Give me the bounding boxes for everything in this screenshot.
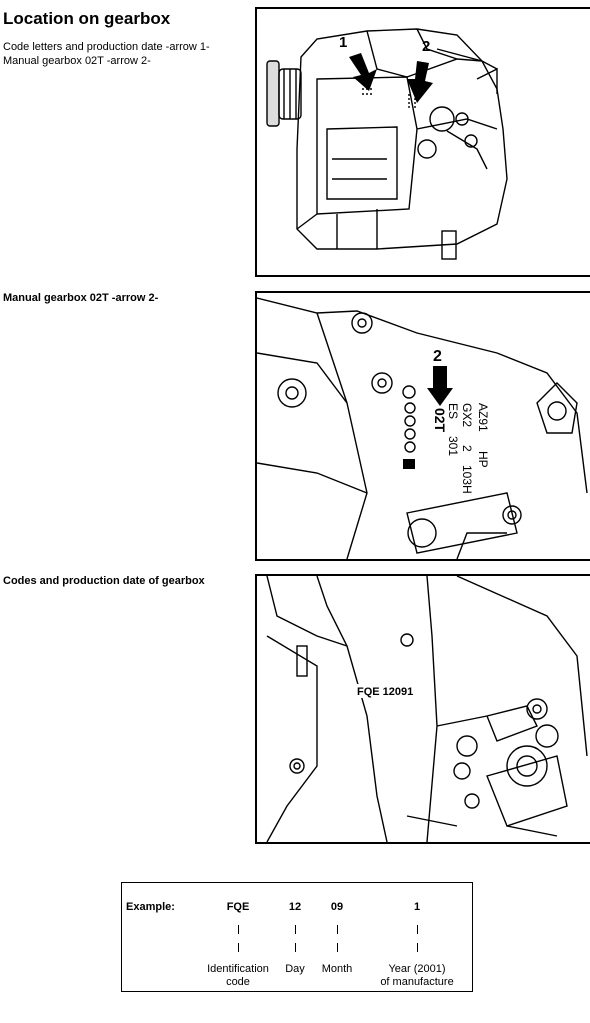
stamp-2: 2 bbox=[460, 445, 474, 452]
tick-year-1 bbox=[417, 925, 418, 934]
stamp-az91: AZ91 bbox=[476, 403, 490, 432]
tick-day-2 bbox=[295, 943, 296, 952]
example-label: Example: bbox=[126, 901, 175, 913]
gearbox-location-drawing: 1 2 bbox=[266, 28, 508, 260]
example-value-day: 12 bbox=[288, 901, 302, 913]
example-value-year: 1 bbox=[413, 901, 421, 913]
stamp-103h: 103H bbox=[460, 465, 474, 494]
figure-gearbox-location: 1 2 bbox=[255, 7, 590, 277]
example-value-month: 09 bbox=[330, 901, 344, 913]
code-stamp: FQE 12091 bbox=[357, 686, 413, 698]
section-2-arrow-label: 2 bbox=[433, 348, 442, 365]
desc-month: Month bbox=[321, 963, 353, 975]
desc-year-of-manufacture: Year (2001) of manufacture bbox=[380, 963, 454, 988]
tick-id-2 bbox=[238, 943, 239, 952]
figure-gearbox-02t: 2 02T ES 301 GX2 2 103H AZ91 HP bbox=[255, 291, 590, 561]
stamp-gx2: GX2 bbox=[460, 403, 474, 427]
arrow-1-icon bbox=[349, 53, 377, 91]
tick-year-2 bbox=[417, 943, 418, 952]
tick-month-2 bbox=[337, 943, 338, 952]
caption-line-1: Code letters and production date -arrow … bbox=[3, 41, 210, 53]
gearbox-codes-drawing: FQE 12091 bbox=[266, 576, 588, 842]
example-value-id: FQE bbox=[226, 901, 250, 913]
arrow-2-shaft-icon bbox=[433, 366, 447, 388]
arrow-2-head-icon bbox=[427, 388, 453, 406]
stamp-es: ES bbox=[446, 403, 460, 419]
stamp-mark-icon bbox=[403, 459, 415, 469]
arrow-2-icon bbox=[407, 61, 433, 103]
stamp-02t: 02T bbox=[432, 408, 448, 433]
page-title: Location on gearbox bbox=[3, 9, 171, 28]
section-3-heading: Codes and production date of gearbox bbox=[3, 575, 205, 587]
caption-line-2: Manual gearbox 02T -arrow 2- bbox=[3, 55, 151, 67]
tick-id-1 bbox=[238, 925, 239, 934]
stamp-hp: HP bbox=[476, 451, 490, 468]
section-2-heading: Manual gearbox 02T -arrow 2- bbox=[3, 292, 159, 304]
gearbox-02t-drawing: 2 02T ES 301 GX2 2 103H AZ91 HP bbox=[257, 297, 588, 559]
desc-identification-code: Identification code bbox=[207, 963, 269, 988]
desc-day: Day bbox=[285, 963, 305, 975]
tick-month-1 bbox=[337, 925, 338, 934]
stamp-301: 301 bbox=[446, 436, 460, 456]
figure-gearbox-codes: FQE 12091 bbox=[255, 574, 590, 844]
example-box: Example: FQE 12 09 1 Identification code… bbox=[121, 882, 473, 992]
arrow-2-label: 2 bbox=[422, 38, 430, 55]
tick-day-1 bbox=[295, 925, 296, 934]
arrow-1-label: 1 bbox=[339, 34, 347, 51]
